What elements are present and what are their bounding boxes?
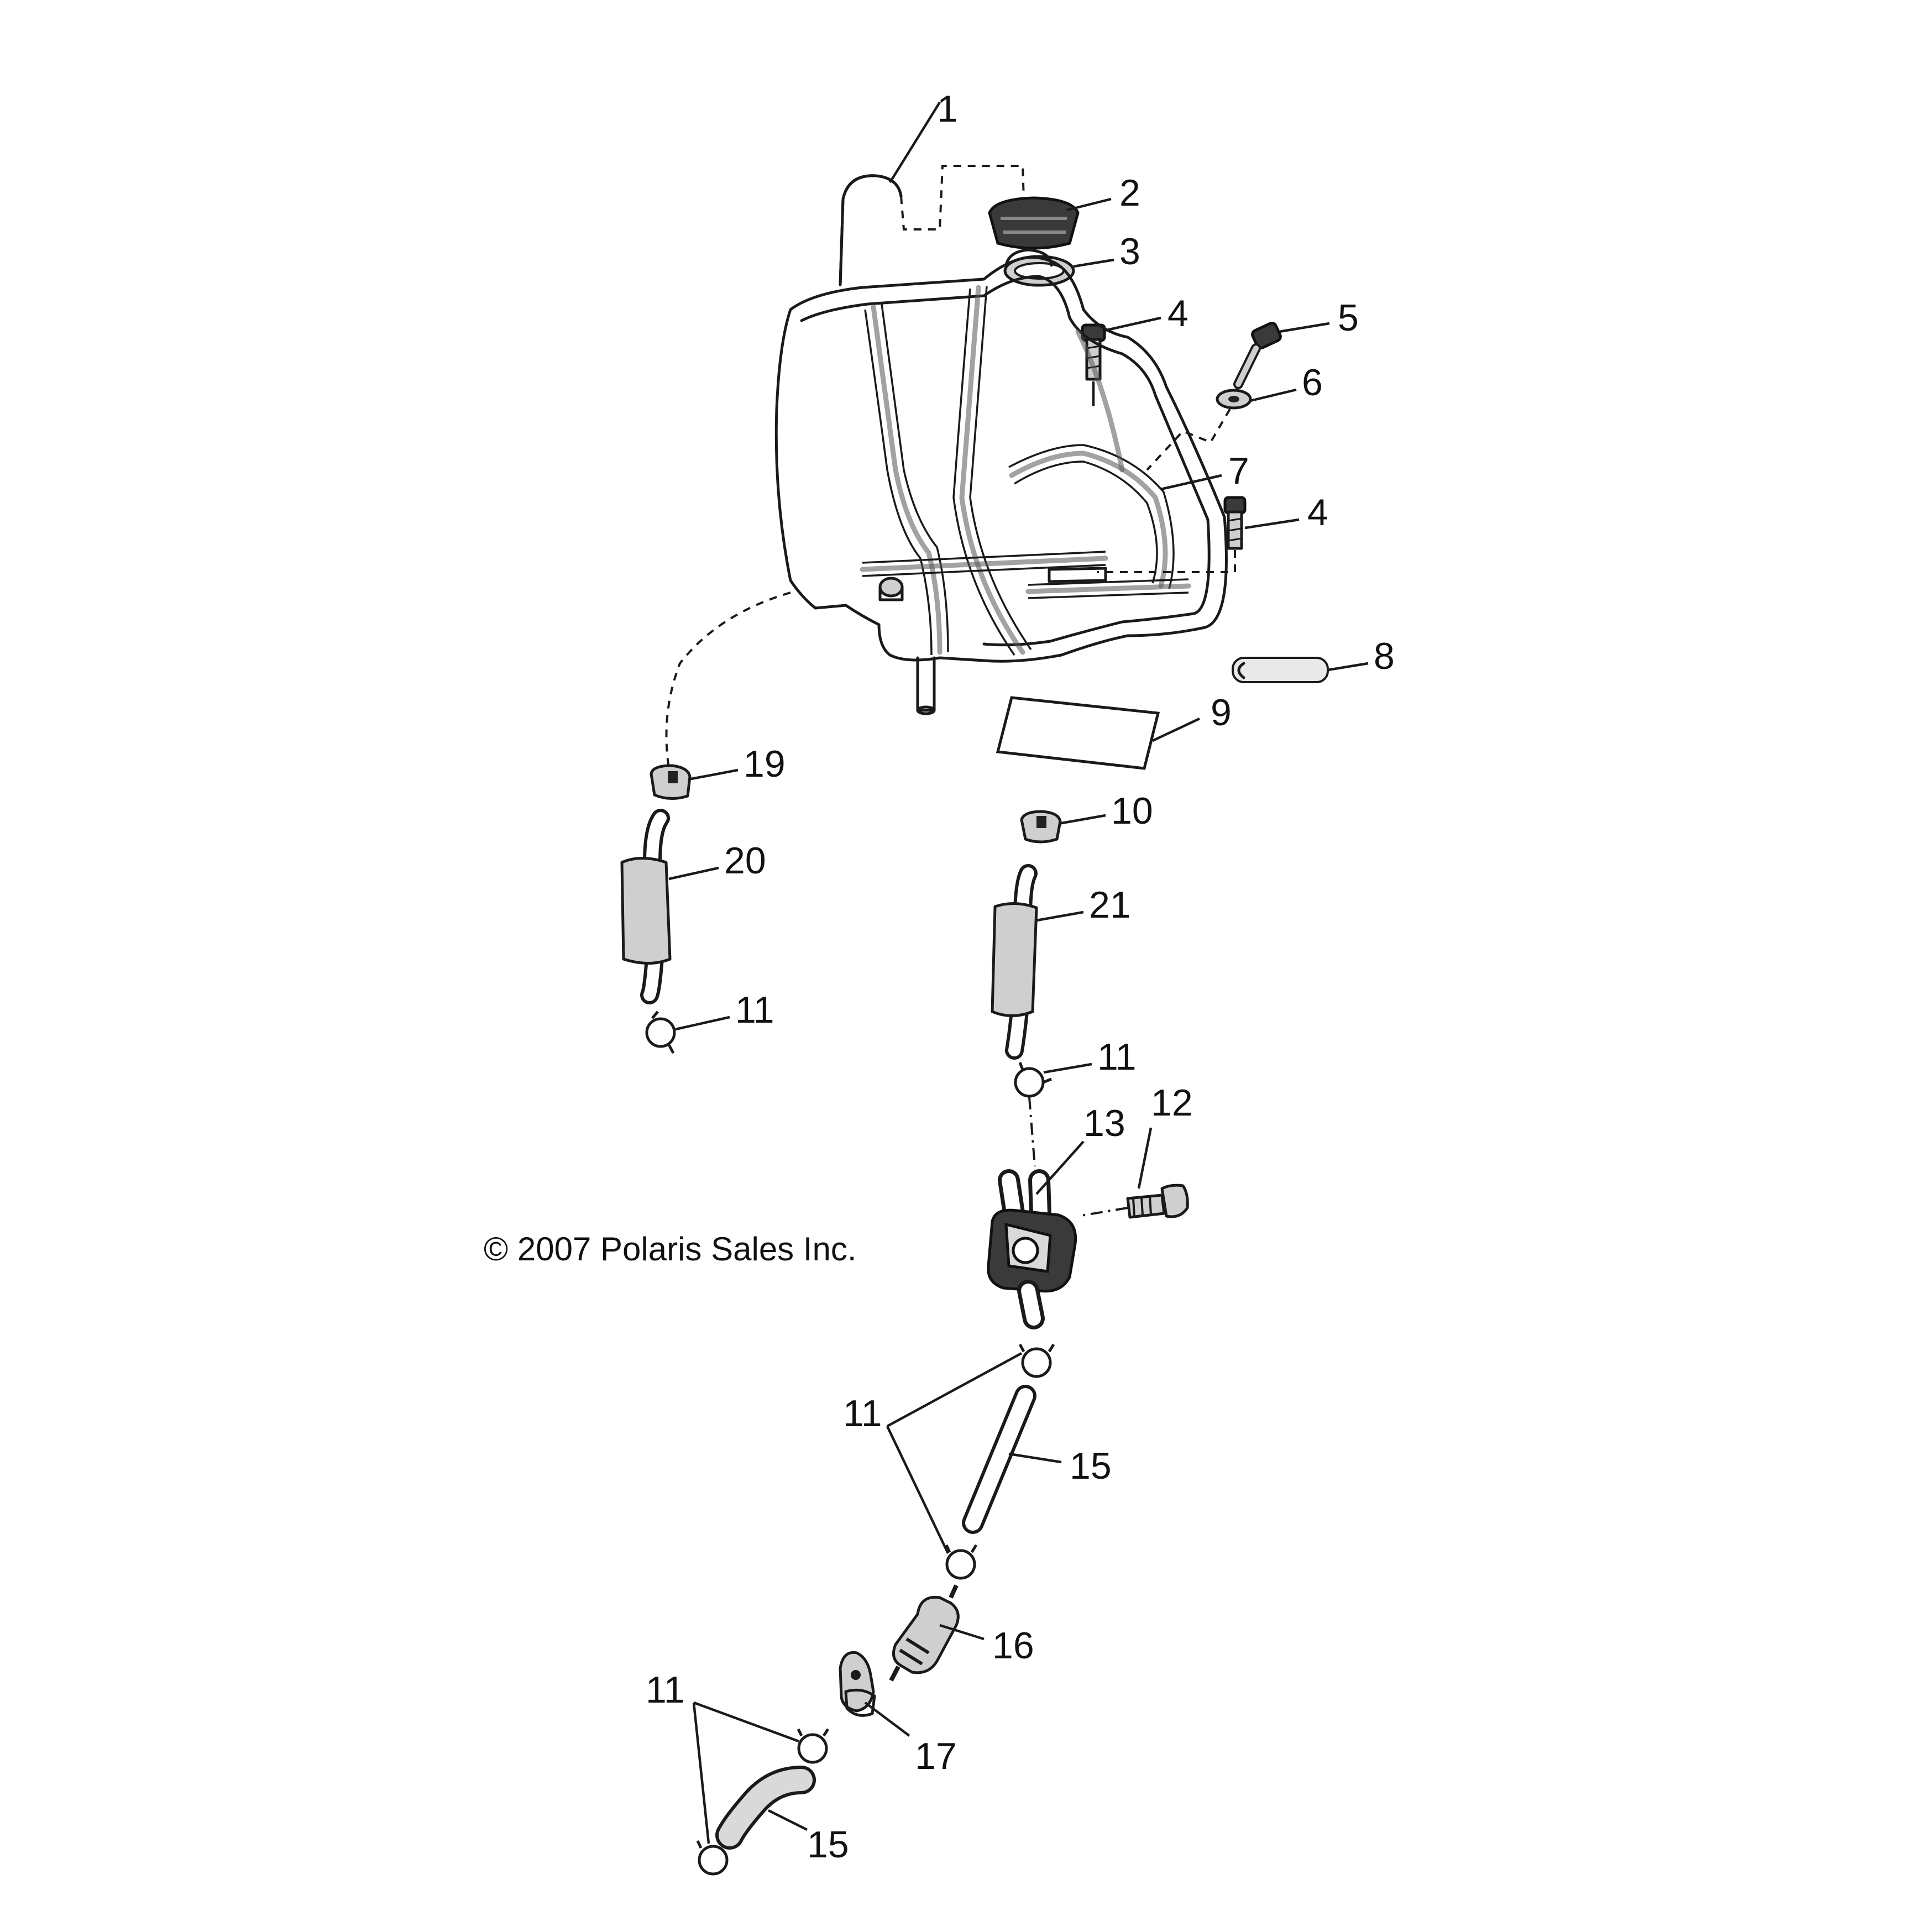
callout-9: 9 [1211,692,1232,734]
copyright-notice: © 2007 Polaris Sales Inc. [484,1231,857,1268]
filter-clip-part-17 [839,1651,876,1717]
vent-hose-connection-line [900,165,1025,231]
valve-screw-part-12 [1126,1184,1189,1219]
clamp-ring-part-11-e [797,1728,830,1764]
vent-hose-part-20 [620,809,672,1004]
callout-21: 21 [1089,884,1131,926]
callout-2: 2 [1119,172,1140,214]
callout-11-c: 11 [843,1392,882,1434]
callout-11-d: 11 [646,1669,685,1711]
callout-11-b: 11 [1097,1036,1137,1078]
callout-4-lower: 4 [1307,491,1328,533]
callout-3: 3 [1119,231,1140,273]
clamp-ring-part-11-a [645,1010,676,1054]
fuel-hose-part-15-upper [962,1385,1036,1534]
clamp-ring-part-11-b [1014,1062,1052,1098]
pad-part-8 [1232,657,1329,683]
bolt-part-5 [1233,322,1282,389]
callout-15-upper: 15 [1070,1445,1112,1487]
hose-clamp-part-10 [1020,810,1062,844]
callout-20: 20 [724,840,766,882]
callout-8: 8 [1374,635,1395,677]
callout-12: 12 [1151,1082,1193,1124]
callout-19: 19 [744,743,786,785]
callout-7: 7 [1228,450,1249,492]
fuel-filter-part-16 [889,1584,960,1682]
callout-16: 16 [992,1625,1034,1667]
vent-hose-part-1 [839,174,903,286]
callout-11-a: 11 [735,989,774,1031]
fuel-hose-part-21 [991,864,1038,1060]
callout-13: 13 [1083,1102,1125,1144]
callout-4-upper: 4 [1167,292,1188,334]
bolt-4-lower-connection-line [1097,550,1236,573]
hose-clamp-part-19 [650,764,692,800]
bolt-5-connection-line [1146,408,1231,471]
decal-part-9 [996,696,1160,770]
callout-17: 17 [915,1735,957,1777]
hose-to-valve-connection-line [1028,1097,1036,1167]
fuel-hose-part-15-lower [715,1766,816,1850]
leader-lines [668,101,1369,1844]
fuel-cap-part-2 [988,196,1080,250]
screw-to-valve-connection-line [1077,1207,1128,1217]
callout-1: 1 [937,88,958,130]
grommet-part-6 [1216,389,1252,410]
callout-numbers: 1 2 3 4 5 6 7 4 8 9 19 10 20 21 11 11 12… [646,88,1395,1866]
callout-15-lower: 15 [807,1824,849,1866]
fuel-tank-part-7 [774,248,1228,715]
fuel-valve-part-13 [987,1169,1077,1329]
bolt-part-4-lower [1223,496,1247,550]
clamp-ring-part-11-d [945,1544,978,1580]
callout-5: 5 [1338,297,1359,339]
tank-vent-connection-line [665,591,791,769]
callout-6: 6 [1302,362,1323,404]
clamp-ring-part-11-c [1018,1343,1055,1378]
callout-10: 10 [1111,790,1153,832]
